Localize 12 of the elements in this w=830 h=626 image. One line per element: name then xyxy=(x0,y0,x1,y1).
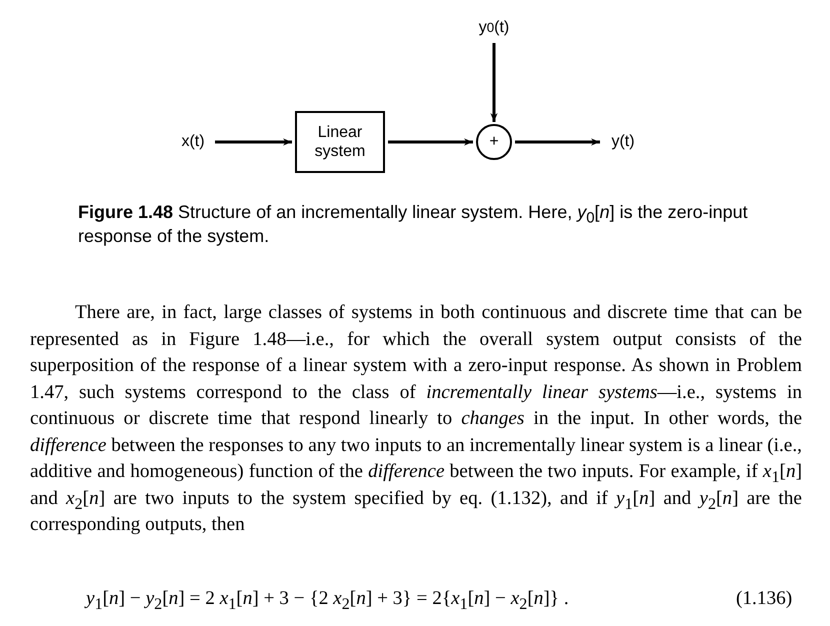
signal-label: y(t) xyxy=(603,129,643,155)
arrow xyxy=(515,138,600,146)
body-paragraph: There are, in fact, large classes of systems in both continuous and discrete time that can be represented as in Figure 1.48—i.e., for which the overall system output consists of the superposition of the response of a linear system with a zero-input response. As shown in Problem 1.47, such systems correspond to the class of incrementally linear systems—i.e., systems in continuous or discrete time that respond linearly to changes in the input. In other words, the difference between the responses to any two inputs to an incrementally linear system is a linear (i.e., additive and homogeneous) function of the difference between the two inputs. For example, if x$_{1}$[n] and x$_{2}$[n] are two inputs to the system specified by eq. (1.132), and if y$_{1}$[n] and y$_{2}$[n] are the corresponding outputs, then xyxy=(30,301,802,537)
arrow xyxy=(215,138,292,146)
arrow xyxy=(388,138,473,146)
summing-junction: + xyxy=(476,124,512,160)
equation-number: (1.136) xyxy=(736,588,792,610)
arrow xyxy=(490,43,498,122)
signal-label: x(t) xyxy=(174,129,212,155)
equation: y$_{1}$[n] − y$_{2}$[n] = 2 x$_{1}$[n] + 3 − {2 x$_{2}$[n] + 3} = 2{x$_{1}$[n] − x$_{2}$[n]} . xyxy=(86,588,569,610)
figure-caption: Figure 1.48 Structure of an incrementally linear system. Here, y$_{0}$[n] is the zero-input response of the system. xyxy=(78,201,749,248)
process-box: Linear system xyxy=(295,111,385,173)
